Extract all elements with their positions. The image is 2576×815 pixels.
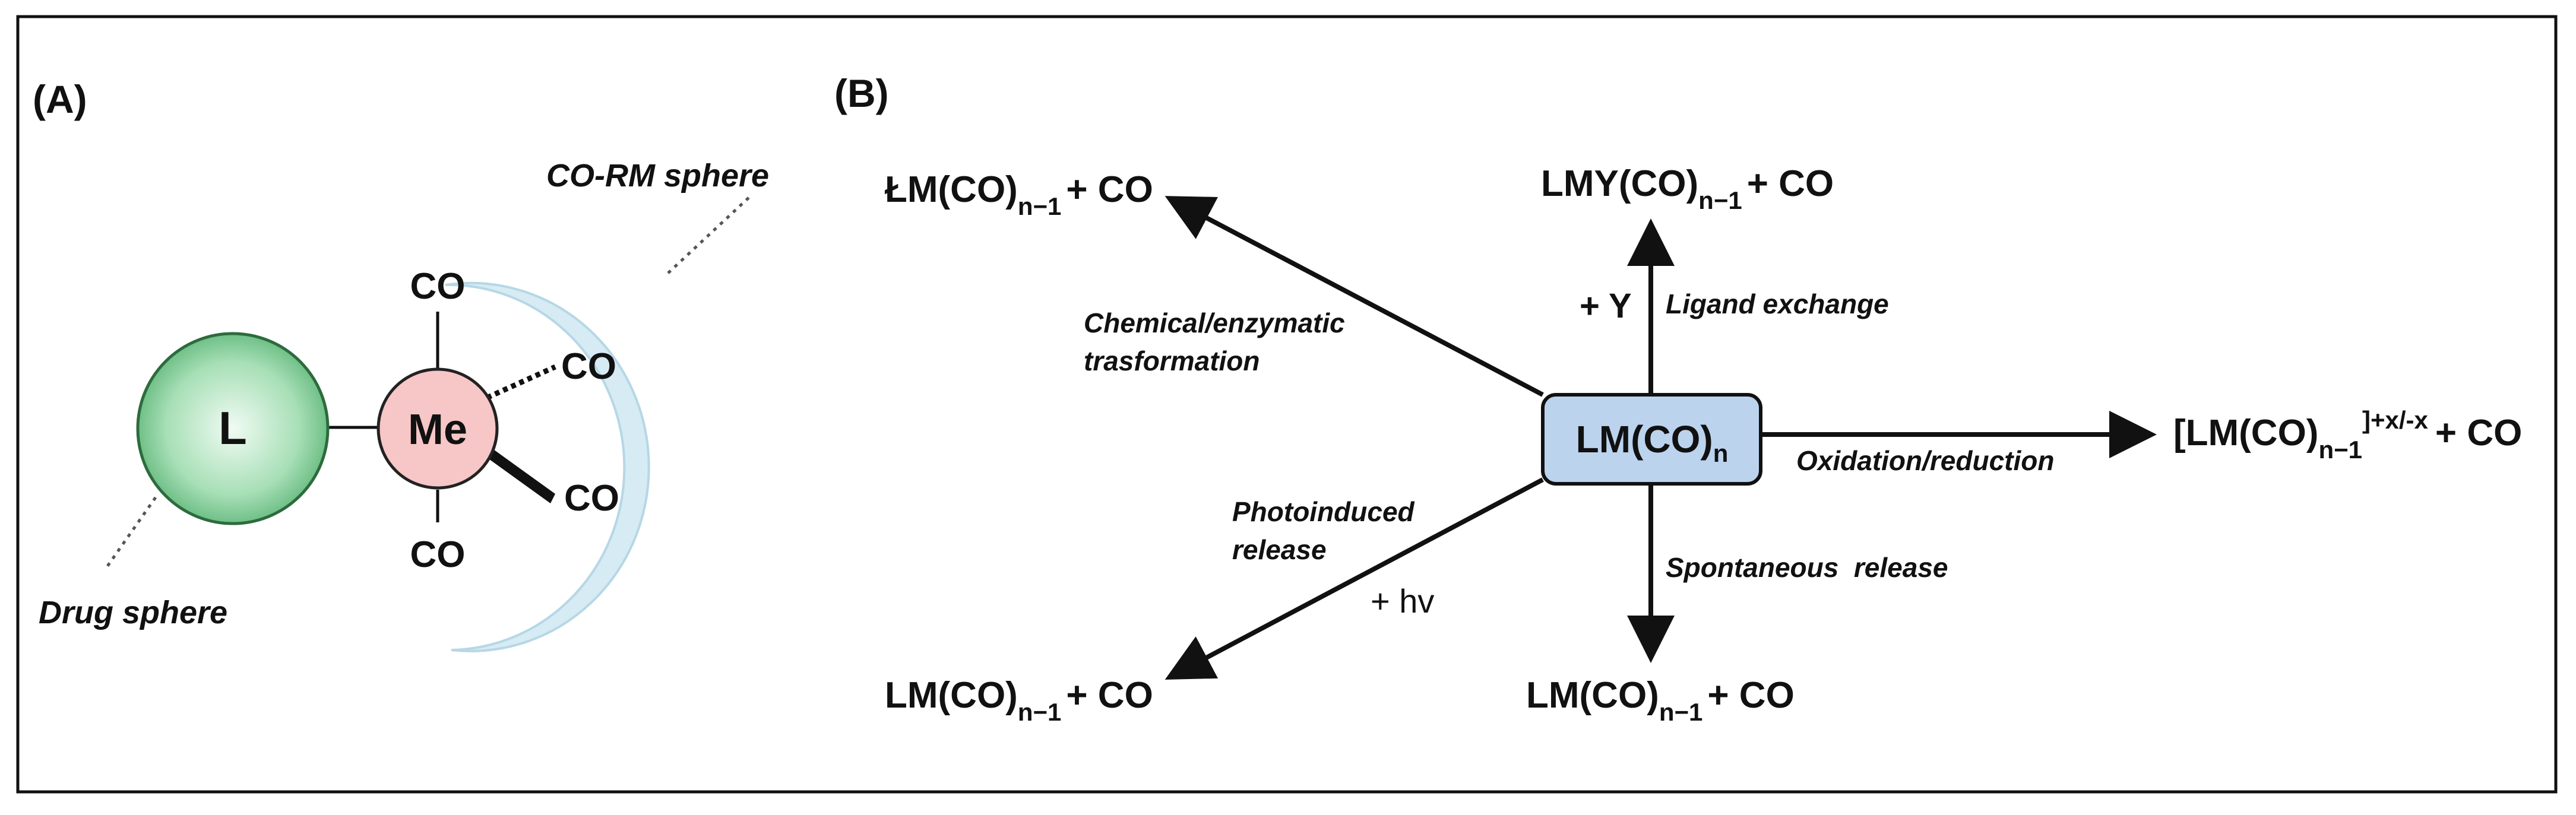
metal-symbol: Me	[408, 406, 467, 454]
center-complex-label: LM(CO)n	[1576, 418, 1729, 467]
co-dashed-bond	[486, 364, 556, 401]
corm-sphere-label: CO-RM sphere	[546, 158, 769, 194]
arrow-chemical	[1164, 196, 1544, 397]
center-complex-box	[1541, 393, 1762, 486]
product-right: [LM(CO)n−1]+x/-x+ CO	[2173, 406, 2522, 464]
ligand-symbol: L	[219, 402, 247, 454]
reagent-hv-label: + hv	[1371, 582, 1434, 620]
corm-sphere-arc	[445, 281, 650, 652]
co-dashed-label: CO	[561, 346, 616, 387]
ligand-sphere	[136, 332, 330, 525]
co-wedge-label: CO	[564, 478, 619, 519]
oxidation-reduction-label: Oxidation/reduction	[1796, 445, 2054, 476]
co-top-label: CO	[410, 266, 466, 307]
arrow-photoinduced	[1164, 477, 1544, 680]
product-top-left: ŁM(CO)n−1+ CO	[885, 169, 1153, 220]
reagent-y-label: + Y	[1580, 287, 1632, 325]
panel-b: (B) LM(CO)n ŁM(CO)n−1+ CO LMY(CO)n−1+ CO…	[834, 71, 2522, 726]
product-bottom-left: LM(CO)n−1+ CO	[885, 675, 1153, 726]
product-bottom: LM(CO)n−1+ CO	[1526, 675, 1795, 726]
drug-sphere-leader	[104, 496, 157, 570]
co-wedge-bond	[485, 446, 555, 503]
panel-b-label: (B)	[834, 71, 889, 115]
ligand-exchange-label: Ligand exchange	[1666, 288, 1889, 319]
metal-center	[376, 367, 499, 490]
spontaneous-release-label: Spontaneous release	[1666, 552, 1948, 583]
drug-sphere-label: Drug sphere	[39, 595, 227, 630]
panel-a: (A) L Me CO CO CO CO CO-RM sphere Drug s…	[33, 77, 769, 652]
corm-sphere-leader	[667, 196, 751, 274]
figure-frame	[16, 15, 2558, 794]
panel-a-label: (A)	[33, 77, 87, 121]
co-bottom-label: CO	[410, 534, 466, 575]
product-top: LMY(CO)n−1+ CO	[1541, 163, 1834, 214]
